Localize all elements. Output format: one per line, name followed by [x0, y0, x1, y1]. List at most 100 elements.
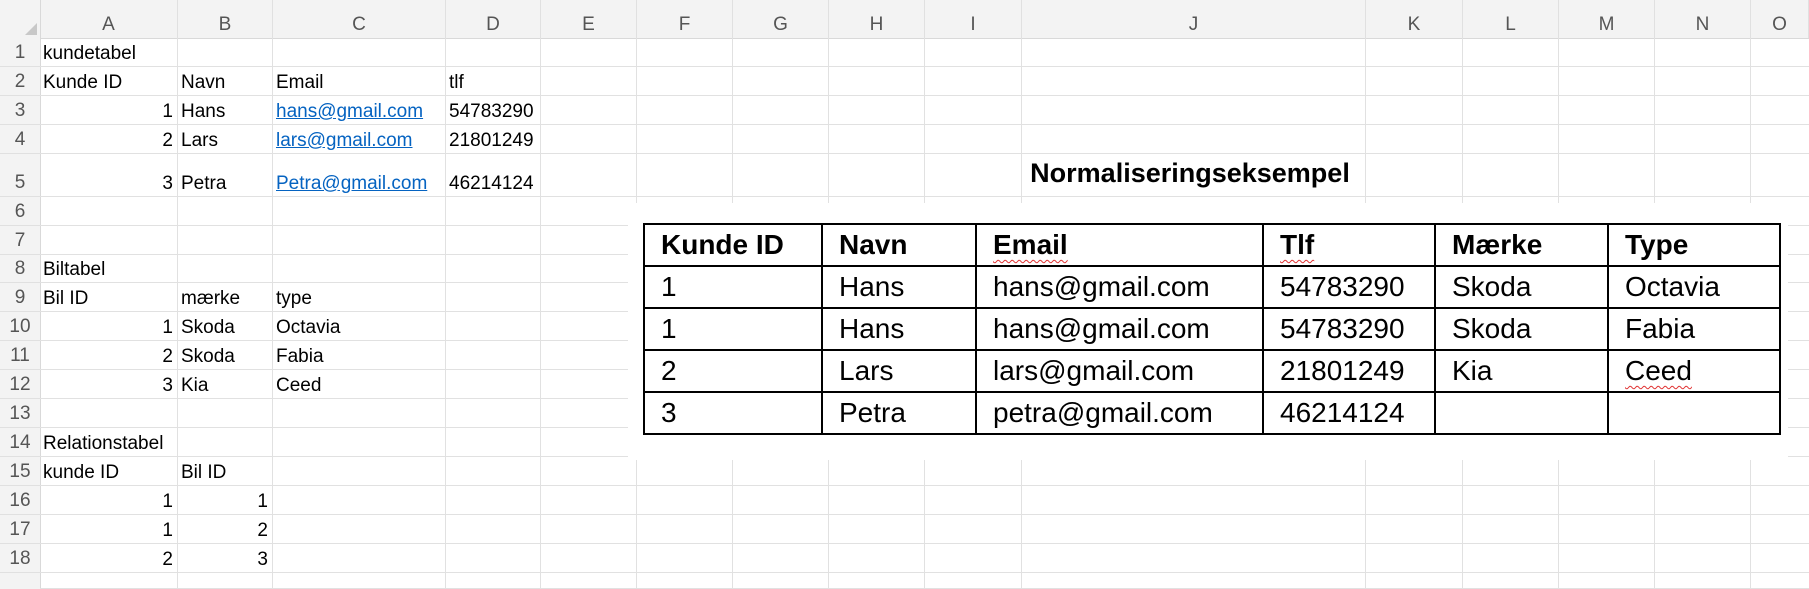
cell-b11[interactable]: Skoda — [181, 346, 235, 367]
row-header-4[interactable]: 4 — [0, 125, 40, 154]
cell-a4[interactable]: 2 — [162, 130, 173, 151]
column-header-h[interactable]: H — [829, 0, 925, 38]
cell-d4[interactable]: 21801249 — [449, 130, 534, 151]
cell-c5[interactable]: Petra@gmail.com — [276, 173, 428, 194]
column-header-j[interactable]: J — [1022, 0, 1366, 38]
cell-a8[interactable]: Biltabel — [43, 259, 106, 280]
cell-a9[interactable]: Bil ID — [43, 288, 89, 309]
cell-b15[interactable]: Bil ID — [181, 462, 227, 483]
picture-table-cell: 2 — [643, 349, 823, 393]
cell-c4[interactable]: lars@gmail.com — [276, 130, 413, 151]
picture-table-cell: Hans — [821, 307, 977, 351]
row-header-3[interactable]: 3 — [0, 96, 40, 125]
select-all-button[interactable] — [0, 0, 41, 38]
row-header-2[interactable]: 2 — [0, 67, 40, 96]
picture-cell-value: 1 — [661, 313, 677, 344]
cell-d5[interactable]: 46214124 — [449, 173, 534, 194]
row-header-9[interactable]: 9 — [0, 283, 40, 312]
picture-table-cell — [1607, 391, 1781, 435]
cell-b4[interactable]: Lars — [181, 130, 218, 151]
column-header-a[interactable]: A — [40, 0, 178, 38]
picture-cell-value: Ceed — [1625, 355, 1692, 386]
picture-cell-value: petra@gmail.com — [993, 397, 1213, 428]
cell-a11[interactable]: 2 — [162, 346, 173, 367]
row-header-11[interactable]: 11 — [0, 341, 40, 370]
cell-b16[interactable]: 1 — [257, 491, 268, 512]
cell-c10[interactable]: Octavia — [276, 317, 341, 338]
row-header-14[interactable]: 14 — [0, 428, 40, 457]
cell-a15[interactable]: kunde ID — [43, 462, 120, 483]
cell-a1[interactable]: kundetabel — [43, 43, 136, 64]
cell-c9[interactable]: type — [276, 288, 312, 309]
picture-header-cell: Kunde ID — [643, 223, 823, 267]
cell-a5[interactable]: 3 — [162, 173, 173, 194]
column-header-b[interactable]: B — [178, 0, 273, 38]
cell-a3[interactable]: 1 — [162, 101, 173, 122]
picture-cell-value: 2 — [661, 355, 677, 386]
row-gridline — [40, 153, 1809, 154]
cell-a17[interactable]: 1 — [162, 520, 173, 541]
row-header-8[interactable]: 8 — [0, 255, 40, 283]
picture-header-label: Email — [993, 229, 1068, 260]
cell-a16[interactable]: 1 — [162, 491, 173, 512]
picture-cell-value: 21801249 — [1280, 355, 1405, 386]
cell-d3[interactable]: 54783290 — [449, 101, 534, 122]
cell-a18[interactable]: 2 — [162, 549, 173, 570]
cell-b12[interactable]: Kia — [181, 375, 209, 396]
cell-b9[interactable]: mærke — [181, 288, 241, 309]
picture-table-cell: Skoda — [1434, 307, 1609, 351]
row-header-16[interactable]: 16 — [0, 486, 40, 515]
cell-b2[interactable]: Navn — [181, 72, 226, 93]
row-header-6[interactable]: 6 — [0, 197, 40, 226]
row-header-5[interactable]: 5 — [0, 154, 40, 197]
picture-header-label: Kunde ID — [661, 229, 784, 260]
column-header-d[interactable]: D — [446, 0, 541, 38]
cell-b10[interactable]: Skoda — [181, 317, 235, 338]
cell-b3[interactable]: Hans — [181, 101, 226, 122]
row-gridline — [40, 196, 1809, 197]
cell-c12[interactable]: Ceed — [276, 375, 322, 396]
column-header-l[interactable]: L — [1463, 0, 1559, 38]
picture-cell-value: Lars — [839, 355, 894, 386]
picture-cell-value: 54783290 — [1280, 271, 1405, 302]
cell-c11[interactable]: Fabia — [276, 346, 324, 367]
column-header-e[interactable]: E — [541, 0, 637, 38]
column-header-m[interactable]: M — [1559, 0, 1655, 38]
cell-c3[interactable]: hans@gmail.com — [276, 101, 424, 122]
column-header-g[interactable]: G — [733, 0, 829, 38]
row-header-18[interactable]: 18 — [0, 544, 40, 573]
cell-d2[interactable]: tlf — [449, 72, 464, 93]
column-header-k[interactable]: K — [1366, 0, 1463, 38]
row-header-17[interactable]: 17 — [0, 515, 40, 544]
column-header-o[interactable]: O — [1751, 0, 1809, 38]
cell-a2[interactable]: Kunde ID — [43, 72, 123, 93]
row-header-7[interactable]: 7 — [0, 226, 40, 255]
column-header-i[interactable]: I — [925, 0, 1022, 38]
column-header-c[interactable]: C — [273, 0, 446, 38]
picture-header-cell: Email — [975, 223, 1264, 267]
cell-b5[interactable]: Petra — [181, 173, 227, 194]
picture-cell-value: Octavia — [1625, 271, 1720, 302]
cell-b18[interactable]: 3 — [257, 549, 268, 570]
picture-cell-value: Skoda — [1452, 271, 1532, 302]
cell-b17[interactable]: 2 — [257, 520, 268, 541]
row-header-15[interactable]: 15 — [0, 457, 40, 486]
column-header-n[interactable]: N — [1655, 0, 1751, 38]
cell-c2[interactable]: Email — [276, 72, 324, 93]
picture-header-cell: Navn — [821, 223, 977, 267]
column-header-f[interactable]: F — [637, 0, 733, 38]
row-header-12[interactable]: 12 — [0, 370, 40, 399]
select-all-triangle-icon — [25, 23, 37, 35]
row-header-1[interactable]: 1 — [0, 38, 40, 67]
column-gridline — [177, 38, 178, 589]
picture-cell-value: 46214124 — [1280, 397, 1405, 428]
row-header-10[interactable]: 10 — [0, 312, 40, 341]
row-header-13[interactable]: 13 — [0, 399, 40, 428]
picture-cell-value: 1 — [661, 271, 677, 302]
picture-title: Normaliseringseksempel — [1030, 158, 1350, 188]
cell-a14[interactable]: Relationstabel — [43, 433, 164, 454]
cell-a12[interactable]: 3 — [162, 375, 173, 396]
cell-a10[interactable]: 1 — [162, 317, 173, 338]
picture-table-cell: 54783290 — [1262, 307, 1436, 351]
